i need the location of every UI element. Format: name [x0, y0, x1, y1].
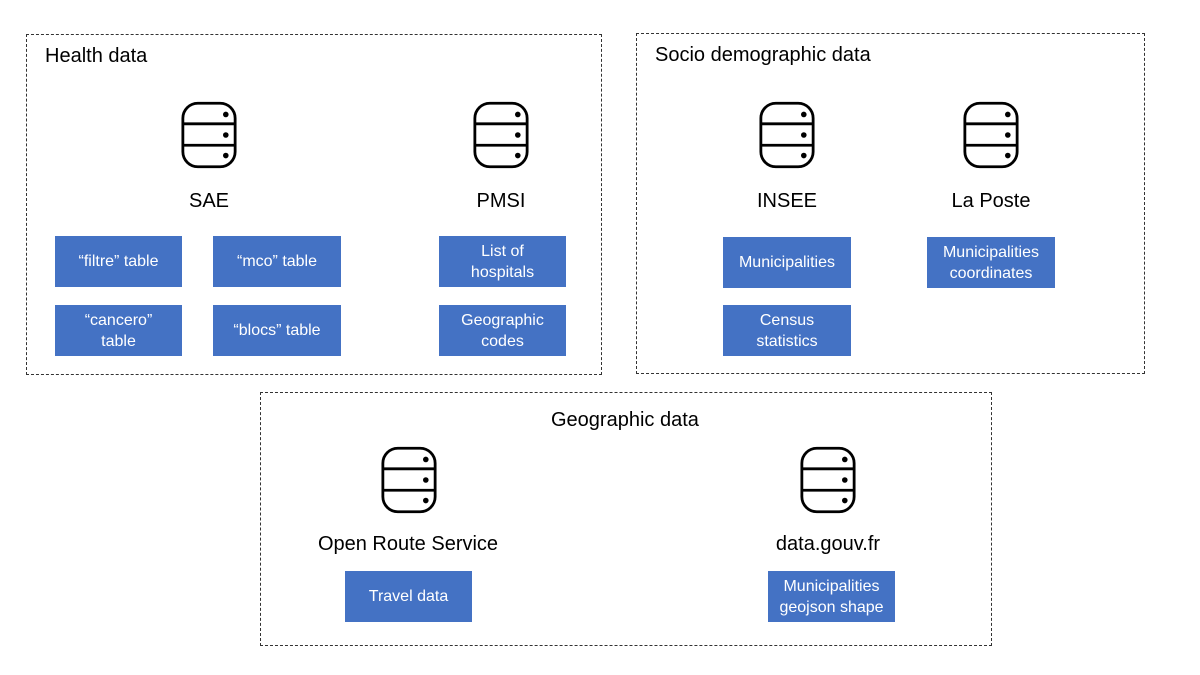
health-data-title: Health data	[45, 45, 148, 67]
database-icon	[759, 101, 815, 169]
table-census-statistics: Census statistics	[723, 305, 851, 356]
socio-demographic-data-title: Socio demographic data	[655, 44, 871, 66]
table-municipalities: Municipalities	[723, 237, 851, 288]
source-sae: SAE	[188, 190, 230, 212]
geographic-data-title: Geographic data	[551, 409, 699, 431]
socio-demographic-data-group: Socio demographic data INSEE La Poste Mu…	[636, 33, 1145, 374]
geographic-data-group: Geographic data Open Route Service data.…	[260, 392, 992, 646]
source-insee: INSEE	[756, 190, 818, 212]
database-icon	[181, 101, 237, 169]
health-data-group: Health data SAE PMSI “filtre” table “mco…	[26, 34, 602, 375]
table-cancero: “cancero” table	[55, 305, 182, 356]
table-filtre: “filtre” table	[55, 236, 182, 287]
table-blocs: “blocs” table	[213, 305, 341, 356]
source-pmsi: PMSI	[476, 190, 526, 212]
table-mco: “mco” table	[213, 236, 341, 287]
database-icon	[963, 101, 1019, 169]
database-icon	[800, 446, 856, 514]
table-geographic-codes: Geographic codes	[439, 305, 566, 356]
source-la-poste: La Poste	[951, 190, 1031, 212]
database-icon	[473, 101, 529, 169]
source-data-gouv-fr: data.gouv.fr	[775, 533, 881, 555]
table-municipalities-coordinates: Municipalities coordinates	[927, 237, 1055, 288]
table-list-of-hospitals: List of hospitals	[439, 236, 566, 287]
source-open-route-service: Open Route Service	[317, 533, 499, 555]
table-travel-data: Travel data	[345, 571, 472, 622]
table-municipalities-geojson-shape: Municipalities geojson shape	[768, 571, 895, 622]
database-icon	[381, 446, 437, 514]
